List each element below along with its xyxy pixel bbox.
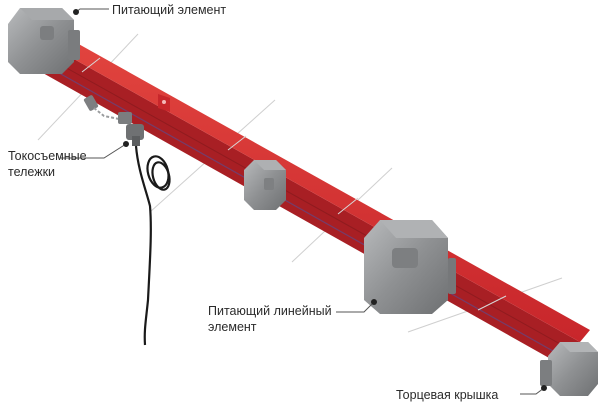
leader-dot-icon <box>73 9 547 391</box>
label-trolley-line1: Токосъемные <box>8 149 87 163</box>
linear-feed-element <box>364 220 456 314</box>
suspension-rods-front <box>81 57 507 311</box>
label-linear-line1: Питающий линейный <box>208 304 332 318</box>
label-current-collector-trolleys: Токосъемные тележки <box>8 148 87 180</box>
rail-joint-cover <box>244 160 286 210</box>
current-collector-trolley <box>83 95 144 146</box>
label-linear-feed-element: Питающий линейный элемент <box>208 303 332 335</box>
label-feed-element: Питающий элемент <box>112 2 226 18</box>
mounting-bracket <box>158 94 170 112</box>
label-end-cap: Торцевая крышка <box>396 387 498 403</box>
label-trolley-line2: тележки <box>8 165 56 179</box>
trolley-cable <box>134 145 171 346</box>
label-linear-line2: элемент <box>208 320 257 334</box>
label-feed-element-text: Питающий элемент <box>112 3 227 17</box>
end-cap <box>540 342 598 396</box>
feed-element <box>8 8 80 74</box>
label-end-cap-text: Торцевая крышка <box>396 388 499 402</box>
